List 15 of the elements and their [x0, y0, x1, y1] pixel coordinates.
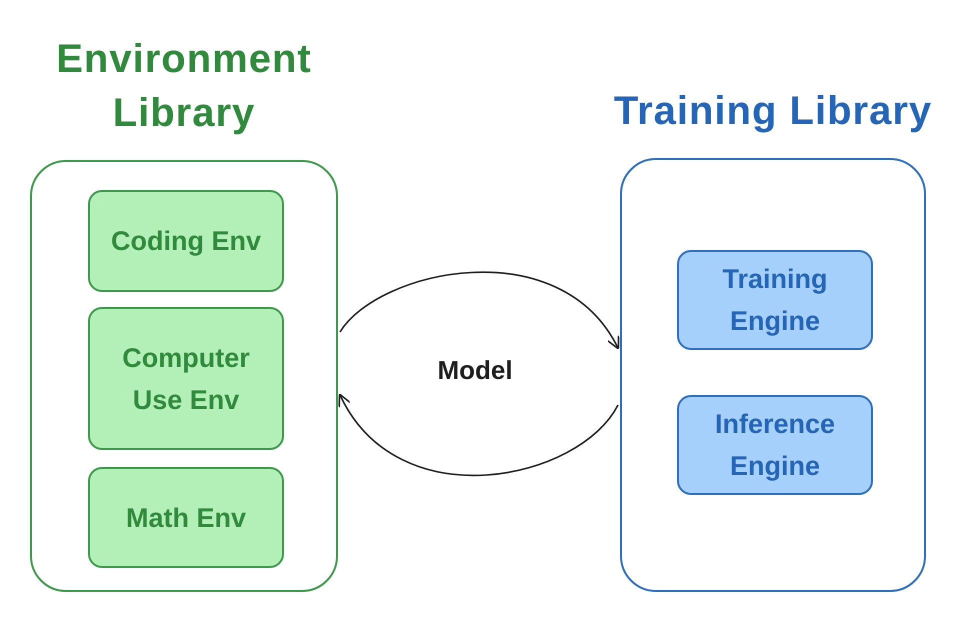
curved-arrow — [339, 272, 620, 350]
component-box — [677, 395, 873, 495]
component-box — [88, 467, 284, 568]
component-box — [88, 190, 284, 292]
component-label: Computer Use Env — [121, 342, 251, 416]
cycle-label: Model — [436, 354, 514, 387]
component-label: Math Env — [126, 502, 246, 534]
curved-arrow — [338, 393, 619, 476]
library-heading: Training Library — [612, 88, 934, 135]
component-box — [88, 307, 284, 450]
library-heading: Environment Library — [55, 36, 313, 137]
component-label: Inference Engine — [714, 408, 836, 483]
component-label: Coding Env — [111, 225, 261, 258]
component-label: Training Engine — [721, 263, 828, 338]
component-box — [677, 250, 873, 350]
